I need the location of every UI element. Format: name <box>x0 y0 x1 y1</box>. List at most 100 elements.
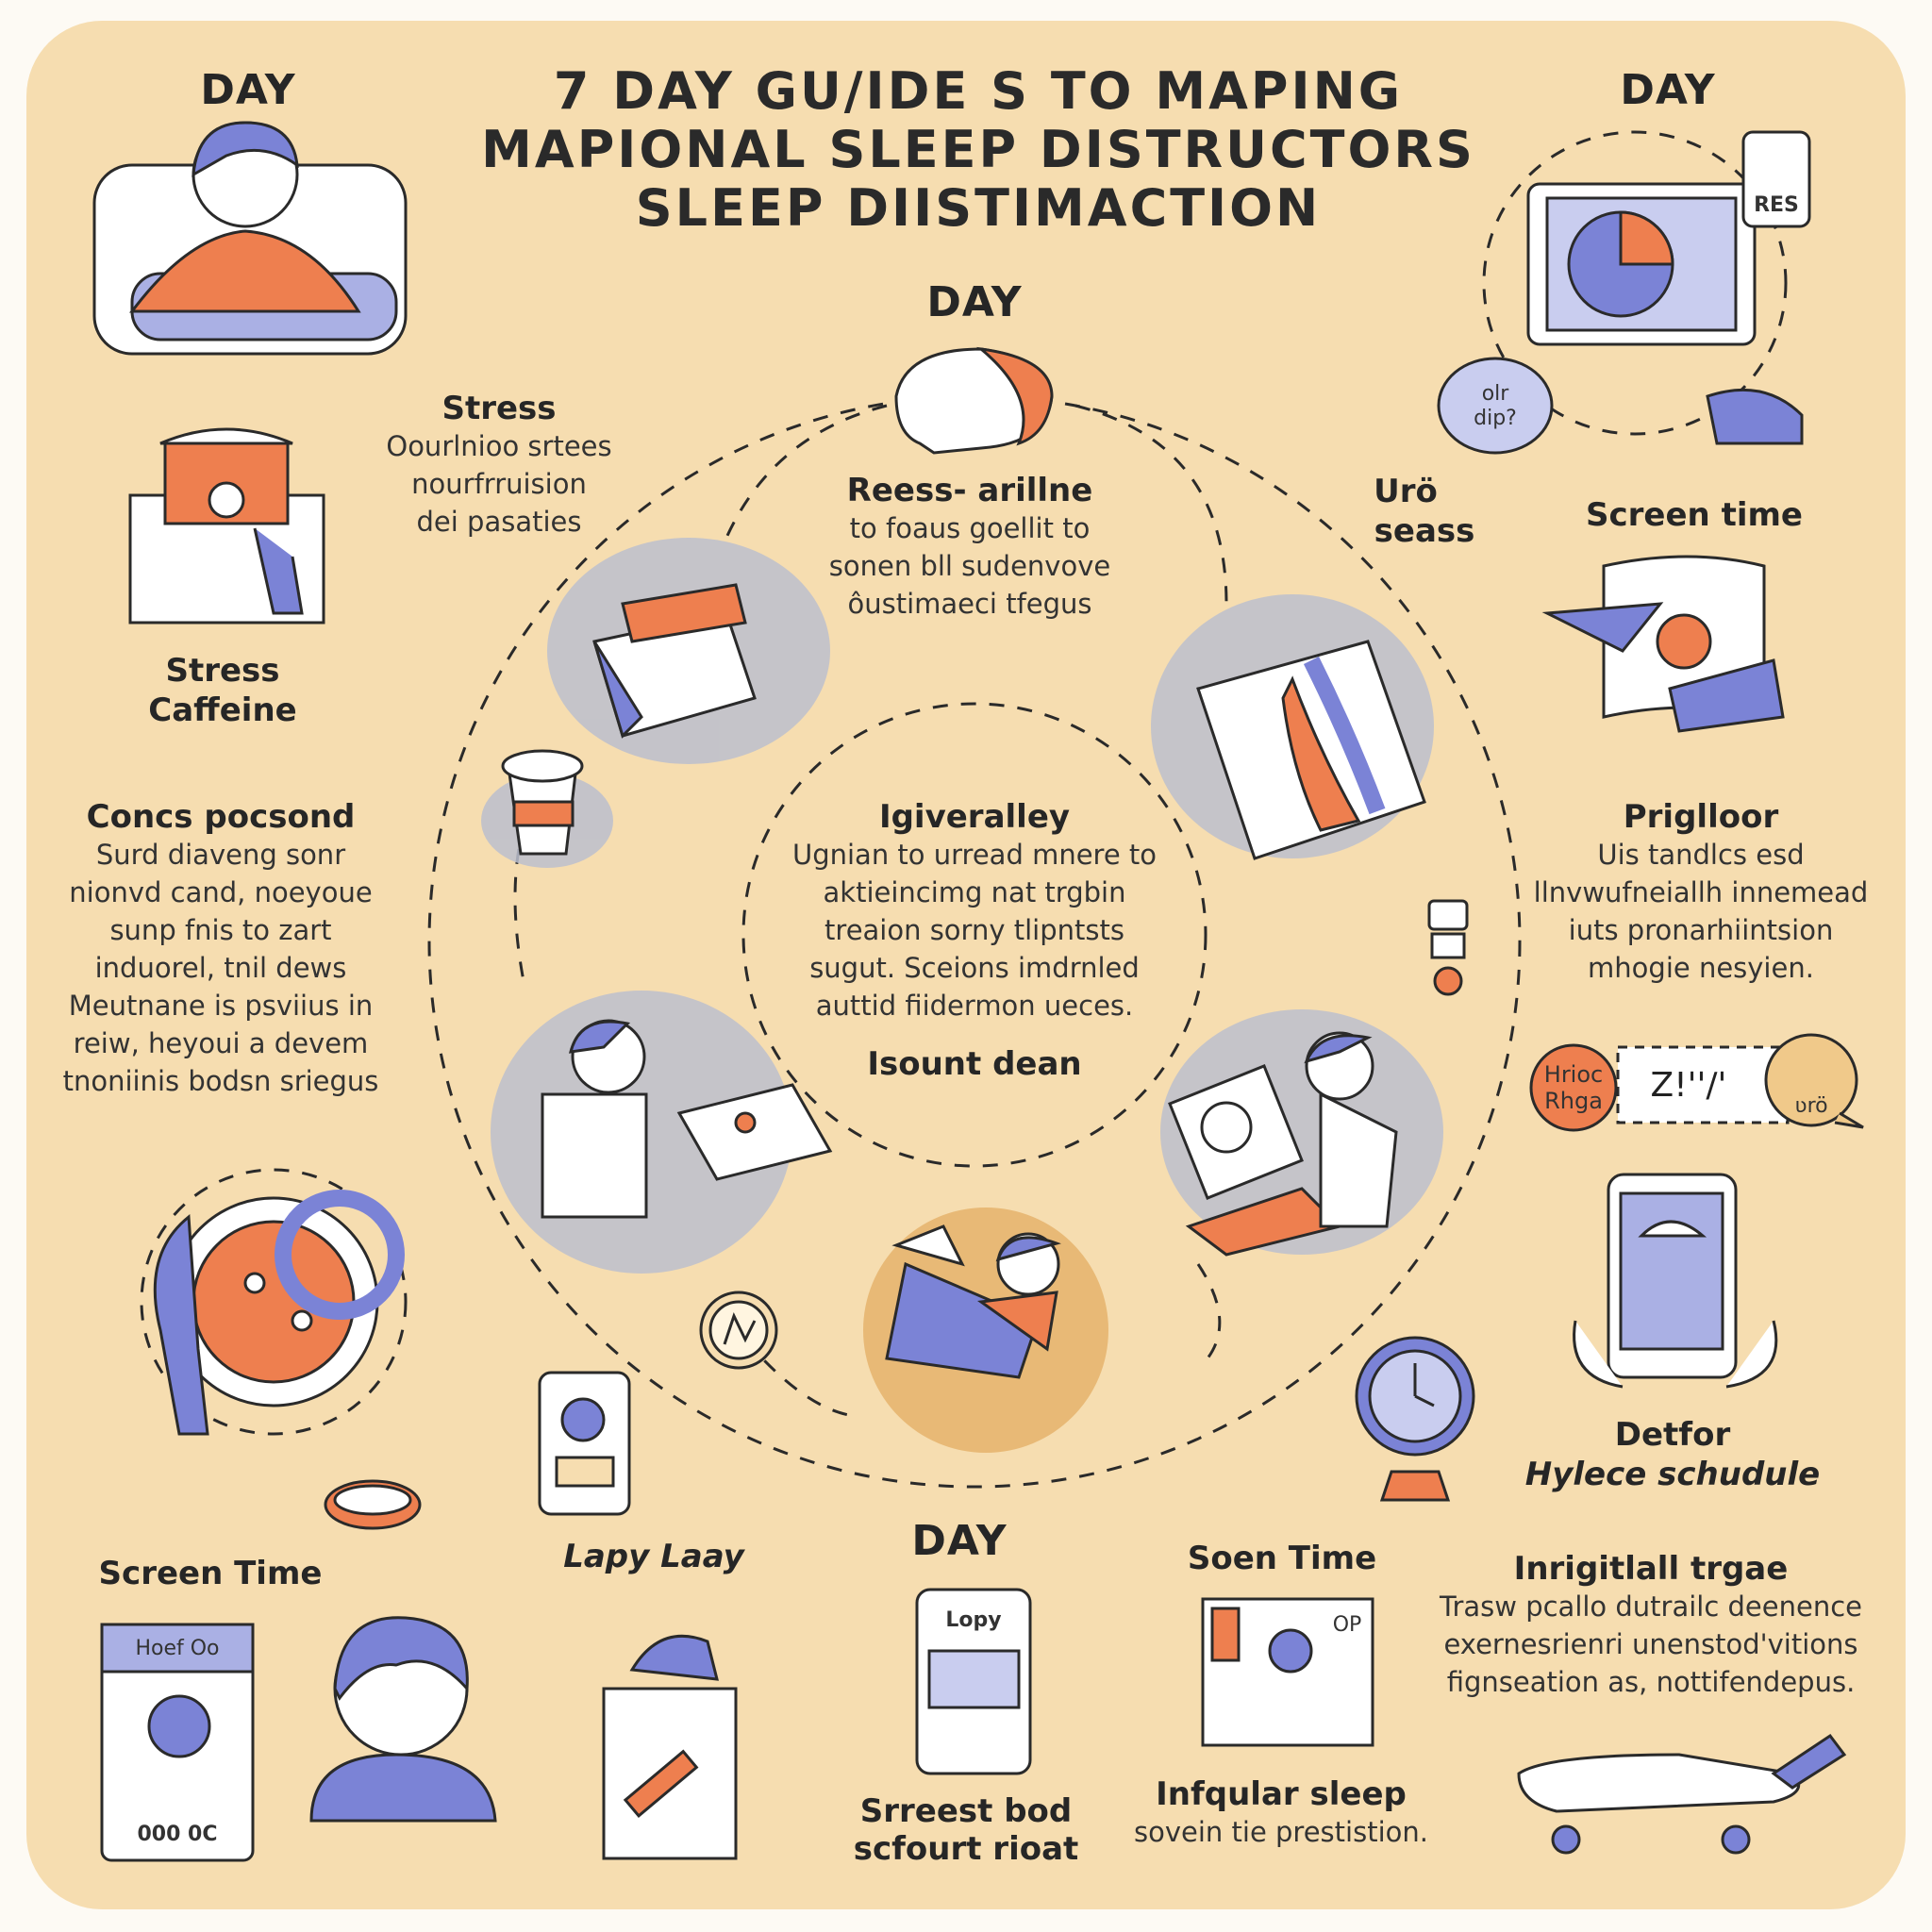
masked-person-icon <box>309 1616 497 1823</box>
snore-text: Z!''/' <box>1650 1066 1727 1105</box>
caffeine-box-icon <box>128 427 325 625</box>
title-line-1: 7 DAY GU/IDE S TO MAPING <box>553 61 1404 121</box>
center-line: aktieincimg nat trgbin <box>823 876 1126 908</box>
concs-line: tnoniinis bodsn sriegus <box>62 1065 379 1097</box>
magnifier-dashed-ring <box>140 1168 408 1436</box>
wristband-icon <box>324 1479 422 1530</box>
phone-counter-text: 000 0C <box>137 1823 218 1846</box>
outer-cycle-ring <box>427 394 1522 1489</box>
thought-bubble-text: olr dip? <box>1474 382 1517 431</box>
stress-line: dei pasaties <box>416 506 582 538</box>
concs-line: reiw, heyoui a devem <box>73 1027 369 1059</box>
lapy-heading: Lapy Laay <box>563 1538 744 1575</box>
center-line: treaion sorny tlipntsts <box>824 914 1124 946</box>
bubble-line: olr <box>1481 382 1509 406</box>
inner-cycle-ring <box>741 702 1208 1168</box>
stopwatch-icon <box>699 1291 778 1370</box>
ress-line: to foaus goellit to <box>849 512 1091 544</box>
inrigitlall-line: exernesrienri unenstod'vitions <box>1443 1628 1858 1660</box>
small-items-icon <box>1427 899 1469 996</box>
ress-line: sonen bll sudenvove <box>828 550 1111 582</box>
coffee-cup-icon <box>501 749 584 856</box>
ress-heading: Reess- arillne <box>846 472 1093 509</box>
screen-time-bottom-heading: Screen Time <box>98 1555 323 1592</box>
tablet-dashed-ring <box>1482 130 1788 436</box>
phone-app-icon <box>538 1371 631 1516</box>
inrigitlall-section: Inrigitlall trgae Trasw pcallo dutrailc … <box>1440 1550 1862 1701</box>
concs-line: nionvd cand, noeyoue <box>69 876 373 908</box>
concs-line: induorel, tnil dews <box>94 952 347 984</box>
phone-angry-face-icon <box>100 1623 255 1862</box>
stress-line: nourfrruision <box>411 468 587 500</box>
priglloor-line: iuts pronarhiintsion <box>1568 914 1834 946</box>
tablet-chart-icon <box>1437 130 1811 455</box>
uro-section: Urö seass <box>1374 472 1475 551</box>
infqular-section: Infqular sleep sovein tie prestistion. <box>1134 1775 1428 1851</box>
phone-chart-icon <box>915 1588 1032 1775</box>
documents-icon <box>1196 640 1426 860</box>
clock-icon <box>1355 1336 1475 1502</box>
hrioc-bubble-text: Hrioc Rhga <box>1544 1061 1603 1114</box>
detfor-line: Detfor <box>1614 1416 1731 1454</box>
inrigitlall-line: Trasw pcallo dutrailc deenence <box>1440 1591 1862 1623</box>
infqular-line: sovein tie prestistion. <box>1134 1816 1428 1848</box>
soen-heading: Soen Time <box>1187 1540 1377 1577</box>
face-bubble-text: ʋrö <box>1794 1094 1828 1118</box>
pillow-icon <box>1541 555 1785 733</box>
phone-in-hands-icon <box>1573 1173 1778 1389</box>
sreest-line: scfourt rioat <box>853 1830 1079 1868</box>
ress-line: ôustimaeci tfegus <box>847 588 1092 620</box>
hrioc-line: Rhga <box>1544 1088 1603 1114</box>
curved-arrow-lower-left <box>513 848 525 982</box>
detfor-line: Hylece schudule <box>1524 1456 1821 1493</box>
sreest-line: Srreest bod <box>859 1792 1073 1830</box>
book-icon <box>592 583 757 739</box>
book-op-text: OP <box>1332 1613 1362 1637</box>
center-line: Ugnian to urread mnere to <box>791 839 1158 871</box>
center-section: Igiveralley Ugnian to urread mnere to ak… <box>792 798 1157 1083</box>
snore-bubbles <box>1529 1033 1864 1132</box>
title-line-2: MAPIONAL SLEEP DISTRUCTORS <box>481 120 1475 179</box>
phone-hoef-text: Hoef Oo <box>135 1637 220 1660</box>
center-line: sugut. Sceions imdrnled <box>809 952 1140 984</box>
concs-line: Meutnane is psviius in <box>68 990 374 1022</box>
hrioc-line: Hrioc <box>1543 1061 1604 1088</box>
phone-lopy-text: Lopy <box>945 1608 1002 1632</box>
title-line-3: SLEEP DIISTIMACTION <box>635 178 1322 238</box>
center-line: auttid fiidermon ueces. <box>815 990 1134 1022</box>
stress-line: Oourlnioo srtees <box>386 430 612 462</box>
stress-caffeine-line: Caffeine <box>148 691 297 729</box>
day-label-top-right: DAY <box>1620 66 1716 114</box>
uro-line: seass <box>1374 512 1475 550</box>
magnifier-with-hand-icon <box>153 1190 405 1436</box>
person-at-desk-icon <box>541 1019 833 1219</box>
person-in-bed-icon <box>92 121 408 356</box>
priglloor-line: llnvwufneiallh innemead <box>1533 876 1869 908</box>
stress-section: Stress Oourlnioo srtees nourfrruision de… <box>386 390 611 541</box>
day-label-center: DAY <box>926 278 1023 326</box>
center-heading: Igiveralley <box>878 798 1071 836</box>
res-badge: RES <box>1754 193 1799 217</box>
curved-arrow-right <box>1074 404 1228 605</box>
detfor-section: Detfor Hylece schudule <box>1525 1415 1820 1494</box>
concs-section: Concs pocsond Surd diaveng sonr nionvd c… <box>63 798 379 1100</box>
stress-heading: Stress <box>441 390 557 427</box>
center-footer: Isount dean <box>867 1045 1082 1083</box>
bubble-line: dip? <box>1474 407 1517 430</box>
curved-arrow-left <box>724 404 888 539</box>
curved-arrow-lower-right <box>1196 1263 1222 1359</box>
sreest-section: Srreest bod scfourt rioat <box>854 1792 1079 1868</box>
day-label-top-left: DAY <box>200 66 296 114</box>
ress-section: Reess- arillne to foaus goellit to sonen… <box>829 472 1110 623</box>
open-book-icon <box>1201 1597 1374 1747</box>
priglloor-line: mhogie nesyien. <box>1588 952 1814 984</box>
inrigitlall-heading: Inrigitlall trgae <box>1513 1550 1789 1588</box>
curved-arrow-bottom <box>743 1339 850 1417</box>
doctor-illustration-icon <box>1168 1031 1398 1257</box>
priglloor-section: Priglloor Uis tandlcs esd llnvwufneiallh… <box>1534 798 1869 987</box>
concs-line: sunp fnis to zart <box>109 914 332 946</box>
priglloor-line: Uis tandlcs esd <box>1597 839 1805 871</box>
screen-time-top-heading: Screen time <box>1586 496 1803 534</box>
